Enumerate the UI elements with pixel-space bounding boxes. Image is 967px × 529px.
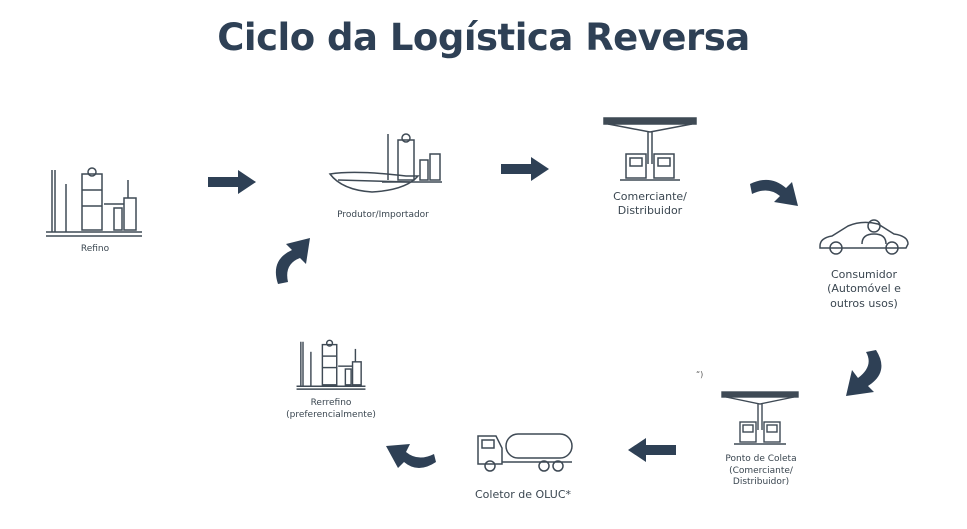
car-person-icon	[819, 219, 909, 255]
label-ponto-coleta: Ponto de Coleta (Comerciante/ Distribuid…	[725, 454, 797, 488]
fuel-station-icon	[721, 391, 799, 445]
label-comerciante: Comerciante/ Distribuidor	[613, 190, 687, 218]
node-consumidor: Consumidor (Automóvel e outros usos)	[808, 214, 920, 314]
node-refino: Refino	[40, 162, 150, 262]
arrow-rerrefino-to-produtor	[275, 238, 310, 284]
node-produtor: Produtor/Importador	[318, 130, 448, 230]
tanker-truck-icon	[477, 433, 573, 472]
stray-mark: “)	[696, 370, 704, 379]
label-rerrefino: Rerrefino (preferencialmente)	[286, 398, 376, 420]
node-rerrefino: Rerrefino (preferencialmente)	[276, 336, 386, 426]
page-title: Ciclo da Logística Reversa	[217, 16, 750, 59]
label-produtor: Produtor/Importador	[337, 210, 429, 220]
node-coletor: Coletor de OLUC*	[458, 426, 588, 510]
node-comerciante: Comerciante/ Distribuidor	[590, 114, 710, 224]
arrow-ponto-to-coletor	[628, 438, 676, 462]
label-consumidor: Consumidor (Automóvel e outros usos)	[827, 268, 901, 310]
arrow-consumidor-to-ponto	[846, 350, 882, 396]
arrow-refino-to-produtor	[208, 170, 256, 194]
arrow-comerciante-to-consumidor	[750, 179, 798, 206]
label-refino: Refino	[80, 244, 110, 254]
fuel-station-icon	[603, 117, 697, 181]
refinery-icon	[46, 167, 142, 237]
label-coletor: Coletor de OLUC*	[474, 488, 571, 501]
node-ponto-coleta: Ponto de Coleta (Comerciante/ Distribuid…	[706, 388, 816, 498]
arrow-coletor-to-rerrefino	[386, 444, 436, 468]
refinery-icon	[296, 339, 366, 390]
refinery-ship-icon	[328, 133, 442, 193]
arrow-produtor-to-comerciante	[501, 157, 549, 181]
